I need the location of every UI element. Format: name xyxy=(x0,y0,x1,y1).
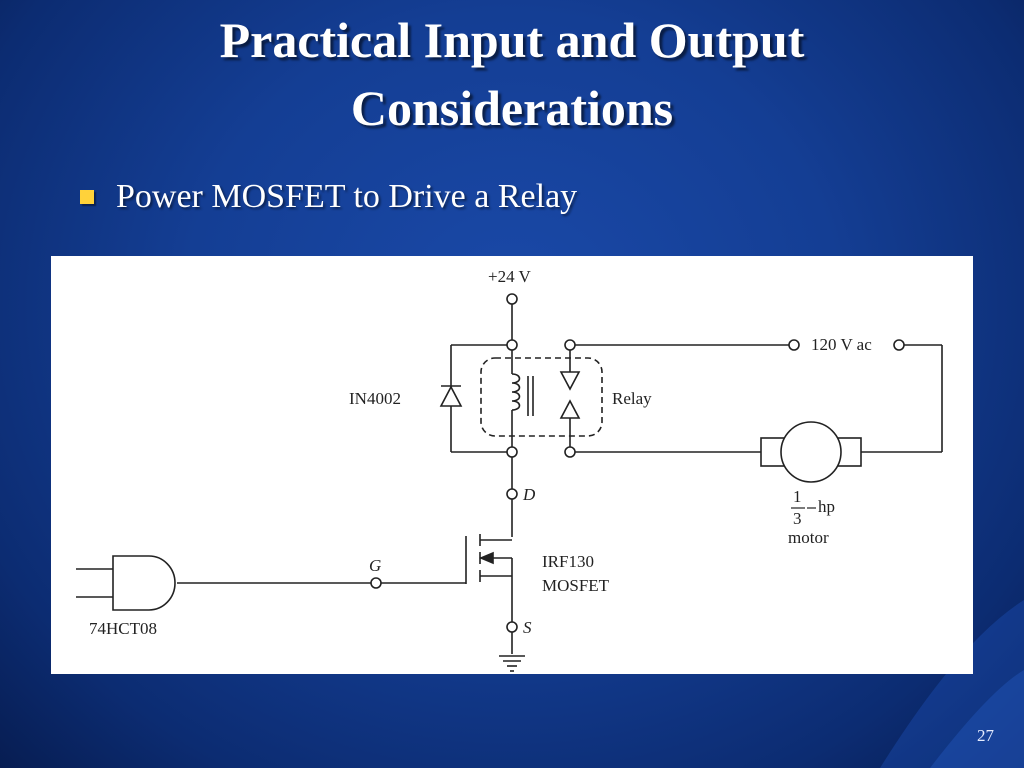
motor-fraction-den: 3 xyxy=(793,509,802,528)
motor-fraction-num: 1 xyxy=(793,487,802,506)
source-label: S xyxy=(523,618,532,637)
coil-bottom-node xyxy=(506,446,518,458)
motor-label: motor xyxy=(788,528,829,547)
gate-label: G xyxy=(369,556,381,575)
motor-hp-label: hp xyxy=(818,497,835,516)
contact-bottom-node xyxy=(564,446,576,458)
ground-icon xyxy=(499,655,525,672)
and-gate-icon xyxy=(76,555,176,611)
diode-symbol xyxy=(439,385,463,407)
ac-terminal-left xyxy=(788,339,800,351)
page-number: 27 xyxy=(977,726,994,745)
mosfet-symbol xyxy=(465,534,513,622)
circuit-diagram: +24 V 120 V ac IN4002 Relay D G S IRF130… xyxy=(51,256,973,674)
slide-title: Practical Input and Output Consideration… xyxy=(0,6,1024,142)
coil-top-node xyxy=(506,339,518,351)
drain-terminal xyxy=(506,488,518,500)
title-line-2: Considerations xyxy=(350,80,674,136)
motor-icon xyxy=(760,421,862,483)
supply-terminal xyxy=(506,293,518,305)
gate-terminal xyxy=(370,577,382,589)
ac-terminal-right xyxy=(893,339,905,351)
drain-label: D xyxy=(522,485,536,504)
relay-coil-icon xyxy=(511,373,521,411)
supply-label: +24 V xyxy=(488,267,532,286)
circuit-svg: +24 V 120 V ac IN4002 Relay D G S IRF130… xyxy=(76,267,943,672)
mosfet-label-1: IRF130 xyxy=(542,552,594,571)
contact-lower-icon xyxy=(559,399,581,419)
contact-upper-icon xyxy=(559,371,581,391)
mosfet-label-2: MOSFET xyxy=(542,576,610,595)
bullet-square-icon xyxy=(80,190,94,204)
gate-ic-label: 74HCT08 xyxy=(89,619,157,638)
bullet-text: Power MOSFET to Drive a Relay xyxy=(116,178,578,215)
source-terminal xyxy=(506,621,518,633)
title-line-1: Practical Input and Output xyxy=(219,12,805,68)
diode-label: IN4002 xyxy=(349,389,401,408)
ac-label: 120 V ac xyxy=(811,335,872,354)
bullet-item: Power MOSFET to Drive a Relay xyxy=(80,172,577,222)
relay-box xyxy=(480,357,603,437)
contact-top-node xyxy=(564,339,576,351)
relay-label: Relay xyxy=(612,389,652,408)
